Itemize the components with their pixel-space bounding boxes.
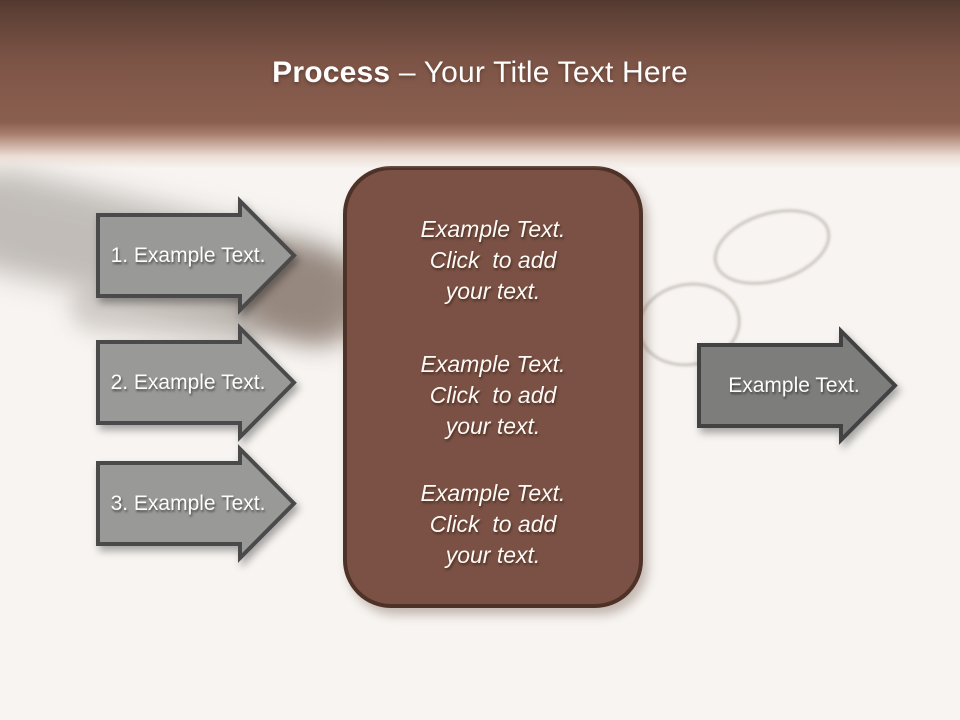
arrow-shape: [96, 444, 297, 563]
result-arrow[interactable]: Example Text.: [694, 326, 900, 445]
result-arrow-label: Example Text.: [728, 373, 860, 397]
step-arrow-3-label: 3. Example Text.: [110, 491, 266, 515]
right-pointing-arrow-icon: [697, 326, 898, 445]
title-keyword: Process: [272, 56, 391, 89]
step-arrow-2[interactable]: 2. Example Text.: [93, 323, 299, 442]
arrow-shape: [96, 323, 297, 442]
title-bar: Process – Your Title Text Here: [0, 0, 960, 172]
background-ring-1: [704, 195, 840, 299]
title-subtitle: – Your Title Text Here: [390, 56, 688, 89]
step-arrow-1[interactable]: 1. Example Text.: [93, 196, 299, 315]
right-pointing-arrow-icon: [96, 196, 297, 315]
text-placeholder-2[interactable]: Example Text. Click to add your text.: [420, 351, 566, 439]
text-placeholder-3[interactable]: Example Text. Click to add your text.: [420, 480, 566, 568]
right-pointing-arrow-icon: [96, 323, 297, 442]
step-arrow-3[interactable]: 3. Example Text.: [93, 444, 299, 563]
center-text-panel[interactable]: Example Text. Click to add your text. Ex…: [343, 166, 643, 608]
text-placeholder-1[interactable]: Example Text. Click to add your text.: [420, 216, 566, 304]
step-arrow-1-label: 1. Example Text.: [110, 243, 266, 267]
right-pointing-arrow-icon: [96, 444, 297, 563]
arrow-shape: [96, 196, 297, 315]
slide-title[interactable]: Process – Your Title Text Here: [0, 0, 960, 91]
step-arrow-2-label: 2. Example Text.: [110, 370, 266, 394]
arrow-shape: [697, 326, 898, 445]
